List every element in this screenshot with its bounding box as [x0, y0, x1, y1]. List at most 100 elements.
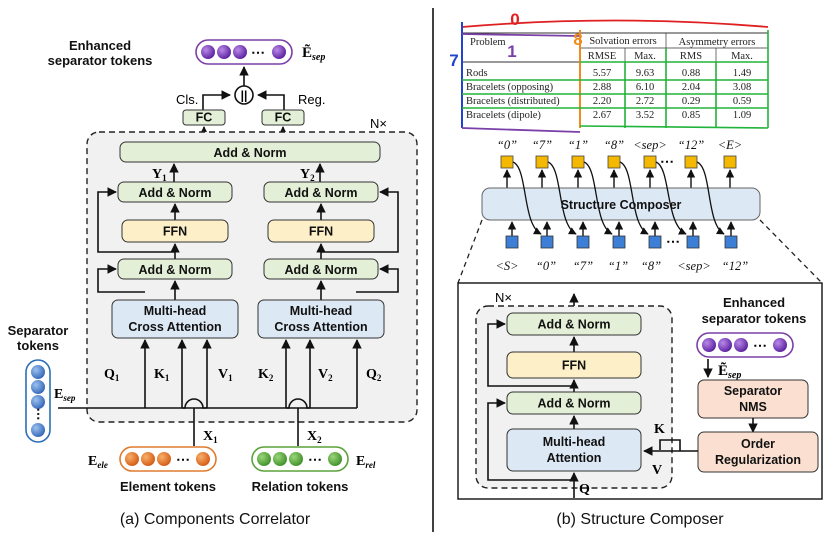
input-token-square	[686, 235, 700, 249]
svg-text:FFN: FFN	[562, 359, 586, 373]
add-norm-composer-upper	[506, 312, 642, 336]
cross-attention-left	[111, 299, 239, 339]
token-dot	[217, 45, 231, 59]
sub-max2: Max.	[731, 51, 753, 62]
zoom-line-right	[759, 219, 823, 284]
output-token-square	[684, 155, 698, 169]
output-token-square	[500, 155, 514, 169]
svg-text:3.08: 3.08	[733, 82, 751, 93]
e-rel-label: Erel	[356, 454, 376, 470]
e-ele-label: Eele	[88, 454, 108, 470]
svg-text:Multi-head: Multi-head	[144, 304, 207, 318]
output-token-label: “1”	[568, 138, 588, 152]
col-asymmetry: Asymmetry errors	[679, 37, 756, 48]
token-dot	[272, 45, 286, 59]
add-norm-left-lower	[117, 258, 233, 280]
structure-composer-panel: Problem Solvation errors Asymmetry error…	[449, 10, 823, 528]
output-token-sequence: “0” “7” “1” “8” <sep> “12” <E> ⋯	[497, 138, 742, 188]
input-token-square	[724, 235, 738, 249]
components-correlator-panel: Enhanced separator tokens ⋯ Ẽsep || Cls.…	[8, 38, 418, 528]
element-tokens-label: Element tokens	[120, 479, 216, 494]
sub-rmse: RMSE	[588, 51, 617, 62]
k-label-composer: K	[654, 422, 665, 437]
svg-text:Multi-head: Multi-head	[290, 304, 353, 318]
output-token-label: “7”	[532, 138, 552, 152]
row-name: Bracelets (distributed)	[466, 96, 560, 107]
token-dot	[289, 452, 303, 466]
token-ellipsis: ⋯	[753, 337, 767, 353]
output-token-square	[723, 155, 737, 169]
output-token-label: <sep>	[633, 138, 667, 152]
token-ellipsis: ⋯	[176, 451, 190, 467]
q1-label: Q1	[104, 367, 120, 383]
token-dot	[718, 338, 732, 352]
svg-text:Add & Norm: Add & Norm	[285, 186, 358, 200]
svg-text:0.59: 0.59	[733, 96, 751, 107]
col-solvation: Solvation errors	[589, 36, 656, 47]
svg-text:2.20: 2.20	[593, 96, 611, 107]
k1-label: K1	[154, 367, 170, 383]
input-token-label: “0”	[536, 259, 556, 273]
v2-label: V2	[318, 367, 333, 383]
enhanced-title-line1: Enhanced	[69, 38, 131, 53]
output-token-label: “12”	[678, 138, 704, 152]
enhanced-right-line2: separator tokens	[702, 311, 807, 326]
svg-text:2.72: 2.72	[636, 96, 654, 107]
error-table: Problem Solvation errors Asymmetry error…	[449, 10, 769, 133]
row-name: Rods	[466, 68, 488, 79]
token-dot	[201, 45, 215, 59]
svg-text:0.85: 0.85	[682, 110, 700, 121]
svg-text:FFN: FFN	[309, 225, 333, 239]
svg-text:1.09: 1.09	[733, 110, 751, 121]
reg-label: Reg.	[298, 92, 325, 107]
svg-text:Regularization: Regularization	[715, 453, 801, 467]
row-name: Bracelets (dipole)	[466, 110, 541, 121]
caption-b: (b) Structure Composer	[556, 511, 724, 528]
structure-composer-block	[481, 187, 761, 221]
fc-block-cls	[182, 109, 226, 126]
ffn-left	[121, 219, 229, 243]
enhanced-right-line1: Enhanced	[723, 295, 785, 310]
svg-text:Order: Order	[741, 437, 775, 451]
e-sep-label: Esep	[54, 387, 76, 403]
annotation-seven: 7	[449, 51, 458, 70]
ffn-right	[267, 219, 375, 243]
svg-text:1.49: 1.49	[733, 68, 751, 79]
annotation-red-curve	[461, 19, 769, 28]
svg-text:9.63: 9.63	[636, 68, 654, 79]
add-norm-right-lower	[263, 258, 379, 280]
svg-text:0.88: 0.88	[682, 68, 700, 79]
svg-text:Add & Norm: Add & Norm	[139, 186, 212, 200]
v1-label: V1	[218, 367, 233, 383]
token-dot	[257, 452, 271, 466]
add-norm-left-upper	[117, 181, 233, 203]
svg-text:Add & Norm: Add & Norm	[214, 146, 287, 160]
svg-text:Attention: Attention	[547, 451, 602, 465]
token-dot	[328, 452, 342, 466]
svg-text:0.29: 0.29	[682, 96, 700, 107]
token-ellipsis: ⋯	[251, 44, 265, 60]
svg-text:2.88: 2.88	[593, 82, 611, 93]
output-token-label: <E>	[718, 138, 743, 152]
token-ellipsis: ⋯	[31, 408, 46, 421]
layer-stack-container	[86, 131, 418, 423]
add-norm-top	[119, 141, 381, 163]
relation-tokens-label: Relation tokens	[252, 479, 349, 494]
q-label-composer: Q	[579, 482, 590, 497]
y2-label: Y2	[300, 167, 315, 183]
sub-rms: RMS	[680, 51, 702, 62]
svg-text:2.04: 2.04	[682, 82, 701, 93]
add-norm-right-upper	[263, 181, 379, 203]
ffn-composer	[506, 351, 642, 379]
input-token-sequence: ⋯ <S> “0” “7” “1” “8” <sep> “12”	[495, 221, 748, 273]
input-token-label: <S>	[495, 259, 518, 273]
output-token-square	[607, 155, 621, 169]
output-token-square	[571, 155, 585, 169]
y1-label: Y1	[152, 167, 167, 183]
svg-text:FC: FC	[275, 111, 292, 125]
caption-a: (a) Components Correlator	[120, 511, 311, 528]
input-token-label: “7”	[573, 259, 593, 273]
svg-text:Structure Composer: Structure Composer	[561, 198, 682, 212]
input-token-square	[648, 235, 662, 249]
